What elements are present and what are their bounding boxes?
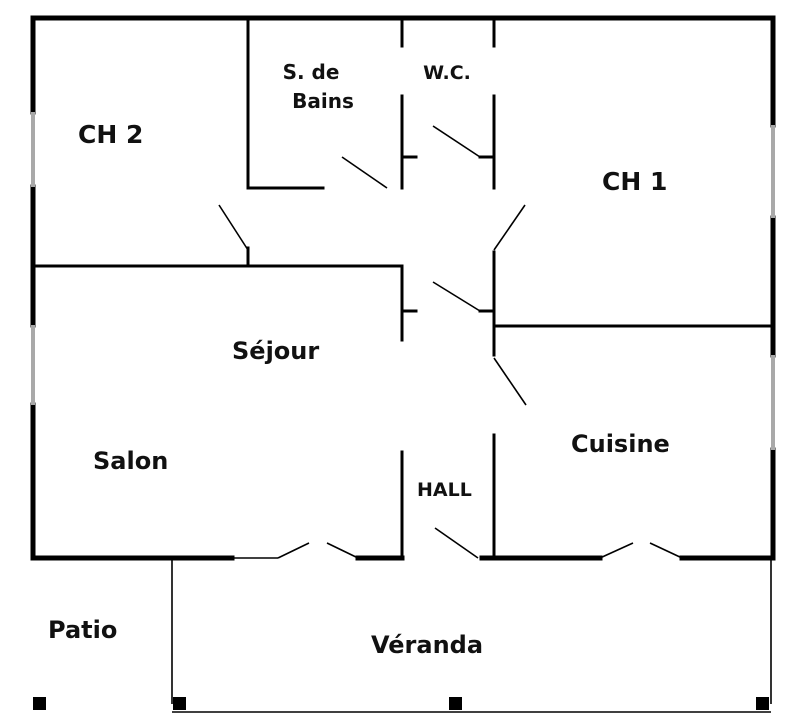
door-wc [432,125,481,158]
door-cuisine [493,357,527,406]
door-salon-right [326,542,359,559]
label-sdb-line2: Bains [292,89,354,113]
windows [31,112,775,450]
posts [33,697,769,710]
door-salon-left [277,542,310,559]
label-ch1: CH 1 [602,167,667,196]
door-hall [434,527,479,559]
veranda-outline [171,560,772,713]
door-bathroom [341,156,388,189]
post [756,697,769,710]
label-ch2: CH 2 [78,120,143,149]
door-cuisine-out [599,542,634,559]
label-wc: W.C. [423,62,471,84]
exterior-walls [30,15,776,561]
door-ch1 [493,204,526,251]
door-sejour-right [432,281,481,312]
label-hall: HALL [417,479,472,501]
post [173,697,186,710]
label-cuisine: Cuisine [571,430,670,458]
label-sdb-line1: S. de [283,60,340,84]
label-veranda: Véranda [371,631,483,659]
door-ch2 [218,204,249,251]
label-sejour: Séjour [232,337,319,365]
interior-walls [33,18,773,560]
door-swings [218,125,683,559]
label-salon: Salon [93,447,168,475]
room-labels: CH 2 S. de Bains W.C. CH 1 Séjour Salon … [48,60,670,659]
post [33,697,46,710]
door-cuisine-out [649,542,683,559]
label-patio: Patio [48,616,117,644]
post [449,697,462,710]
